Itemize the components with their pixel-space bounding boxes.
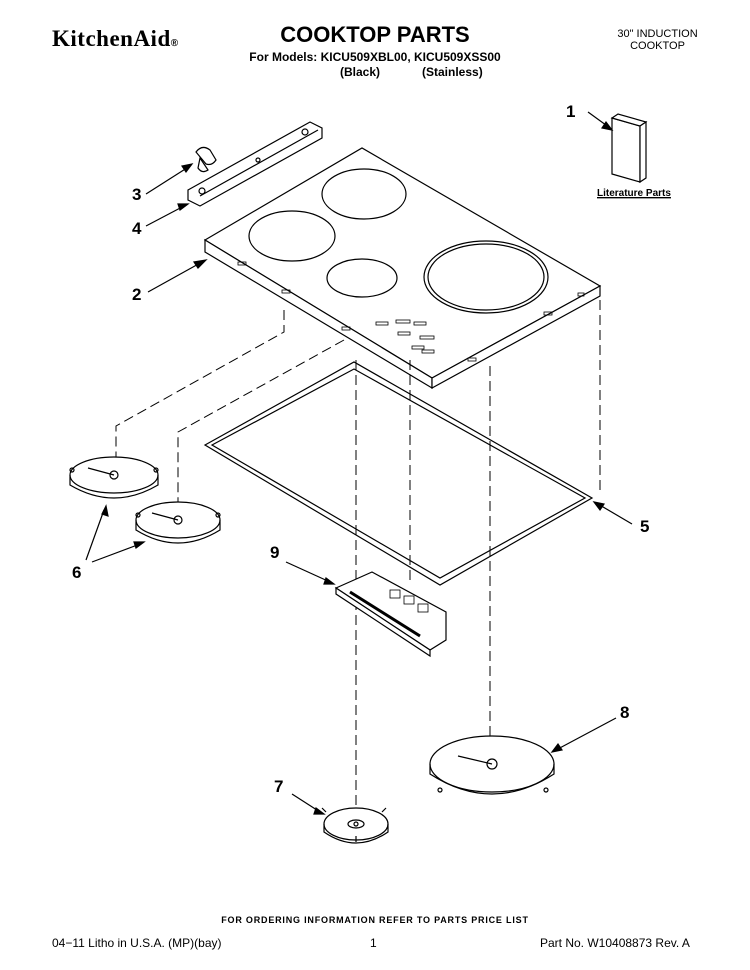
litho-info: 04−11 Litho in U.S.A. (MP)(bay) bbox=[52, 936, 222, 950]
large-induction-coil bbox=[429, 735, 555, 795]
model-numbers: For Models: KICU509XBL00, KICU509XSS00 bbox=[249, 50, 501, 64]
small-induction-coil-lower bbox=[135, 501, 221, 544]
category-line-2: COOKTOP bbox=[630, 40, 685, 52]
page-title: COOKTOP PARTS bbox=[280, 22, 470, 47]
product-category: 30" INDUCTION COOKTOP bbox=[600, 28, 715, 52]
part-number: Part No. W10408873 Rev. A bbox=[540, 936, 690, 950]
literature-parts-label: Literature Parts bbox=[597, 188, 671, 199]
callout-7: 7 bbox=[274, 777, 283, 796]
callout-6: 6 bbox=[72, 563, 81, 582]
callout-3: 3 bbox=[132, 185, 141, 204]
cooktop-glass bbox=[203, 147, 602, 390]
brand-logo: KitchenAid® bbox=[52, 26, 179, 51]
callout-arrows bbox=[85, 111, 633, 815]
variant-black: (Black) bbox=[340, 65, 381, 79]
callout-5: 5 bbox=[640, 517, 649, 536]
cooktop-gasket bbox=[203, 361, 594, 586]
callout-4: 4 bbox=[132, 219, 142, 238]
medium-induction-coil bbox=[321, 807, 389, 844]
category-line-1: 30" INDUCTION bbox=[617, 28, 698, 40]
small-induction-coil-upper bbox=[69, 456, 159, 499]
page-number: 1 bbox=[370, 936, 377, 950]
leader-lines bbox=[115, 300, 601, 816]
wire-clip bbox=[195, 146, 217, 173]
variant-stainless: (Stainless) bbox=[422, 65, 483, 79]
ordering-note: FOR ORDERING INFORMATION REFER TO PARTS … bbox=[221, 915, 529, 925]
callout-9: 9 bbox=[270, 543, 279, 562]
model-variants: (Black) (Stainless) bbox=[340, 65, 510, 79]
callout-2: 2 bbox=[132, 285, 141, 304]
mounting-bracket bbox=[187, 121, 323, 207]
literature-booklet bbox=[610, 113, 648, 184]
callout-1: 1 bbox=[566, 102, 575, 121]
control-board bbox=[334, 571, 447, 658]
callout-8: 8 bbox=[620, 703, 629, 722]
